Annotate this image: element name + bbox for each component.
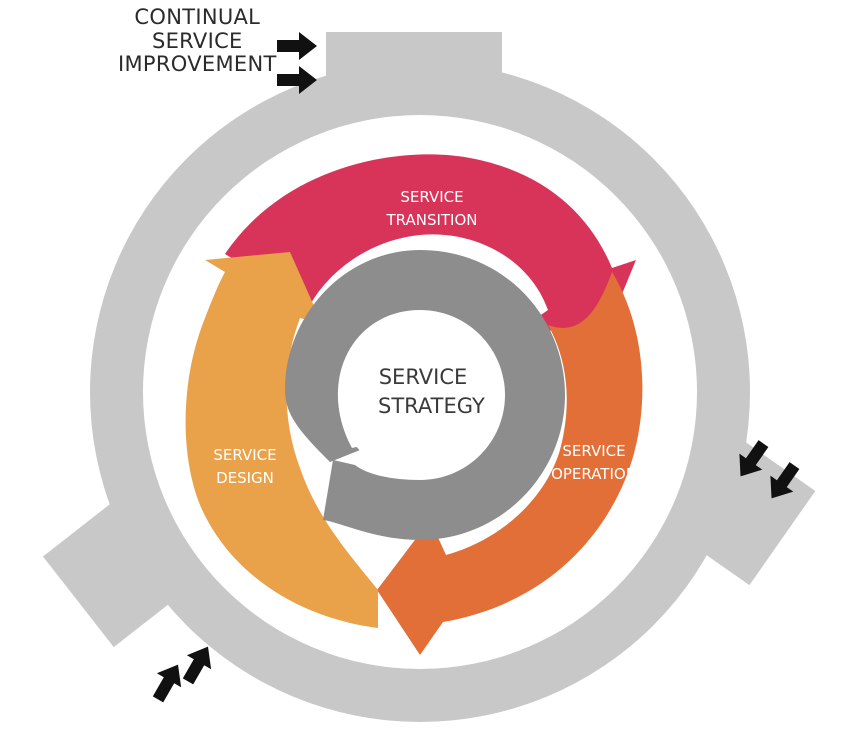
service-design-segment xyxy=(185,252,378,628)
service-strategy-ring xyxy=(285,250,565,540)
service-operation-segment xyxy=(377,272,643,655)
strategy-line-2: STRATEGY xyxy=(378,394,485,419)
up-arrow-icon xyxy=(152,664,182,703)
csi-line-3: IMPROVEMENT xyxy=(118,52,277,77)
operation-line-2: OPERATION xyxy=(551,464,637,483)
service-transition-segment xyxy=(225,154,636,340)
operation-line-1: SERVICE xyxy=(562,442,626,460)
right-arrow-icon xyxy=(277,32,317,60)
up-arrow-icon xyxy=(182,646,212,685)
transition-line-2: TRANSITION xyxy=(386,210,478,229)
down-left-arrow-icon xyxy=(770,462,800,499)
service-transition-label: SERVICE TRANSITION xyxy=(372,186,492,231)
right-arrow-icon xyxy=(277,66,317,94)
csi-line-2: SERVICE xyxy=(151,28,243,53)
service-strategy-label: SERVICE STRATEGY xyxy=(378,363,485,422)
continual-service-improvement-label: CONTINUAL SERVICE IMPROVEMENT xyxy=(118,5,277,77)
service-operation-label: SERVICE OPERATION xyxy=(544,440,644,485)
strategy-line-1: SERVICE xyxy=(378,365,468,389)
down-left-arrow-icon xyxy=(739,440,769,477)
design-line-2: DESIGN xyxy=(216,468,274,487)
csi-line-1: CONTINUAL xyxy=(134,5,261,29)
service-design-label: SERVICE DESIGN xyxy=(200,444,290,489)
transition-line-1: SERVICE xyxy=(400,188,464,206)
design-line-1: SERVICE xyxy=(213,446,277,464)
service-strategy-core xyxy=(338,313,502,477)
